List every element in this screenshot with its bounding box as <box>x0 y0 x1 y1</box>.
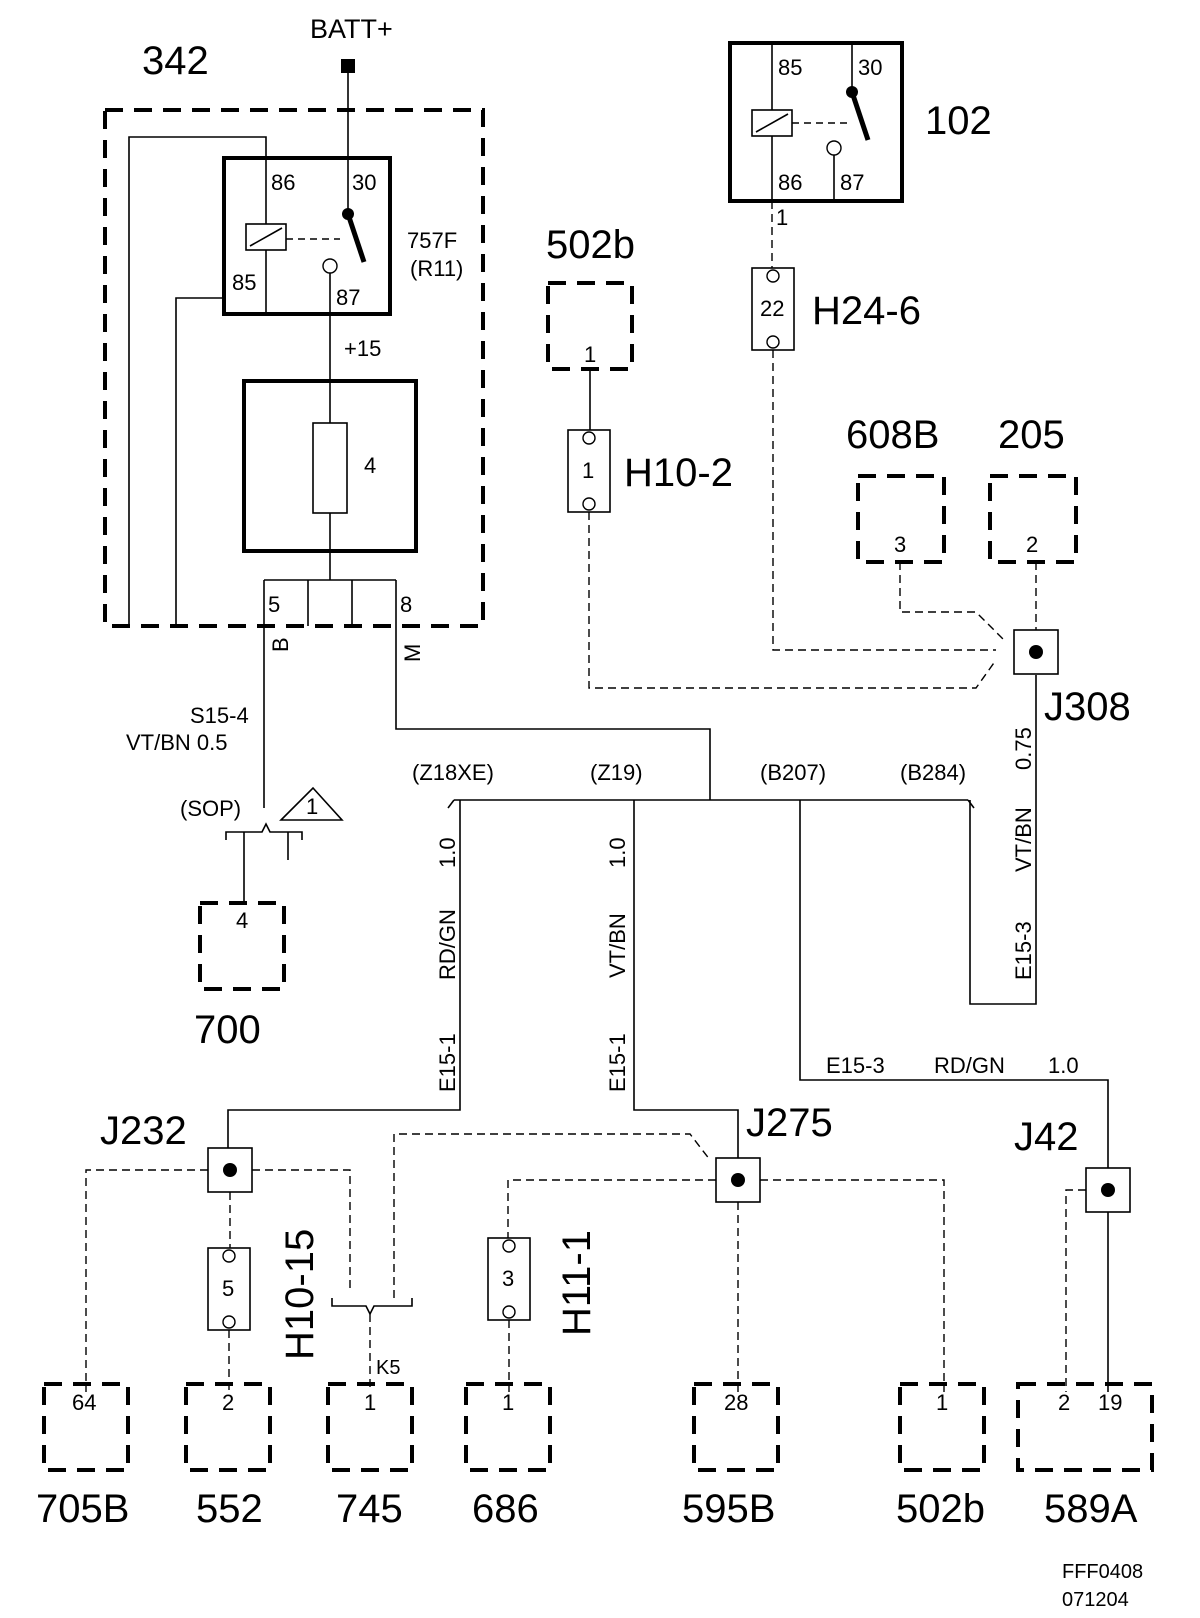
wire3-color: VT/BN <box>1011 807 1036 872</box>
wire2-id: E15-1 <box>605 1033 630 1092</box>
option-b207: (B207) <box>760 760 826 785</box>
component-589a-pin-b: 19 <box>1098 1390 1122 1415</box>
module-342-label: 342 <box>142 39 209 83</box>
component-589a-pin-a: 2 <box>1058 1390 1070 1415</box>
component-552-label: 552 <box>196 1487 263 1531</box>
component-589a-box <box>1016 1382 1154 1472</box>
wire1-color: RD/GN <box>435 909 460 980</box>
component-589a-label: 589A <box>1044 1487 1138 1531</box>
wire1-id: E15-1 <box>435 1033 460 1092</box>
relay-757f-sub: (R11) <box>410 256 463 281</box>
connector-h10-15-pin: 5 <box>222 1276 234 1301</box>
relay-757f-pin-85: 85 <box>232 270 256 295</box>
component-552-box <box>184 1382 272 1472</box>
component-502b-top-label: 502b <box>546 223 635 267</box>
connector-h10-15-label: H10-15 <box>278 1229 322 1360</box>
batt-plus-label: BATT+ <box>310 14 393 44</box>
plus15-label: +15 <box>344 336 381 361</box>
footer-code: FFF0408 <box>1062 1561 1143 1583</box>
splice-j232-label: J232 <box>100 1109 187 1153</box>
component-502b-bot-pin: 1 <box>936 1390 948 1415</box>
component-686-label: 686 <box>472 1487 539 1531</box>
component-608b-label: 608B <box>846 413 939 457</box>
splice-j275-label: J275 <box>746 1101 833 1145</box>
connector-h10-2-pin: 1 <box>582 458 594 483</box>
component-595b-label: 595B <box>682 1487 775 1531</box>
component-608b-pin: 3 <box>894 532 906 557</box>
batt-terminal <box>341 59 355 73</box>
connector-h11-1-label: H11-1 <box>555 1230 599 1336</box>
relay-102-pin-86: 86 <box>778 170 802 195</box>
s15-4-spec: VT/BN 0.5 <box>126 730 227 755</box>
warning-number: 1 <box>306 794 318 819</box>
connector-h11-1-pin: 3 <box>502 1266 514 1291</box>
connector-h24-6-pin: 22 <box>760 296 784 321</box>
relay-757f-pin-86: 86 <box>271 170 295 195</box>
relay-757f-switch <box>345 213 367 263</box>
component-205-pin: 2 <box>1026 532 1038 557</box>
pin-8-label: 8 <box>400 592 412 617</box>
component-705b-pin: 64 <box>72 1390 96 1415</box>
connector-h24-6-label: H24-6 <box>812 289 921 333</box>
pin-b-label: B <box>268 637 293 652</box>
component-595b-box <box>692 1382 780 1472</box>
relay-102-label: 102 <box>925 99 992 143</box>
pin-m-label: M <box>400 644 425 662</box>
fuse-element <box>312 422 348 514</box>
relay-757f-name: 757F <box>407 228 457 253</box>
component-700-box <box>198 901 286 991</box>
component-552-pin: 2 <box>222 1390 234 1415</box>
sop-label: (SOP) <box>180 796 241 821</box>
component-700-pin: 4 <box>236 908 248 933</box>
component-686-box <box>464 1382 552 1472</box>
relay-102-pin-85: 85 <box>778 55 802 80</box>
option-z19: (Z19) <box>590 760 643 785</box>
relay-102-box <box>728 41 904 203</box>
connector-h10-2-label: H10-2 <box>624 451 733 495</box>
component-502b-bot-box <box>898 1382 986 1472</box>
splice-j308-label: J308 <box>1044 685 1131 729</box>
relay-102-switch <box>849 91 871 141</box>
k5-label: K5 <box>376 1357 400 1379</box>
wire2-color: VT/BN <box>605 913 630 978</box>
warning-triangle-icon <box>279 786 344 821</box>
footer-date: 071204 <box>1062 1589 1129 1611</box>
component-205-box <box>988 474 1078 564</box>
option-b284: (B284) <box>900 760 966 785</box>
relay-757f-pin-87: 87 <box>336 285 360 310</box>
component-705b-label: 705B <box>36 1487 129 1531</box>
component-502b-bot-label: 502b <box>896 1487 985 1531</box>
relay-757f-box <box>222 156 392 316</box>
component-595b-pin: 28 <box>724 1390 748 1415</box>
component-205-label: 205 <box>998 413 1065 457</box>
wire4-id: E15-3 <box>826 1053 885 1078</box>
component-686-pin: 1 <box>502 1390 514 1415</box>
component-705b-box <box>42 1382 130 1472</box>
wire3-size: 0.75 <box>1011 727 1036 770</box>
relay-757f-pin-30: 30 <box>352 170 376 195</box>
component-608b-box <box>856 474 946 564</box>
option-z18xe: (Z18XE) <box>412 760 494 785</box>
k5-branch <box>331 1298 413 1316</box>
pin-5-label: 5 <box>268 592 280 617</box>
relay-102-pin-87: 87 <box>840 170 864 195</box>
component-502b-top-pin: 1 <box>584 342 596 367</box>
component-700-label: 700 <box>194 1008 261 1052</box>
relay-102-pin-30: 30 <box>858 55 882 80</box>
wire2-size: 1.0 <box>605 837 630 868</box>
s15-4-label: S15-4 <box>190 703 249 728</box>
component-745-box <box>326 1382 414 1472</box>
fuse-number: 4 <box>364 453 376 478</box>
wire4-size: 1.0 <box>1048 1053 1079 1078</box>
splice-j42-label: J42 <box>1014 1115 1079 1159</box>
component-745-pin: 1 <box>364 1390 376 1415</box>
sop-branch <box>225 822 303 840</box>
relay-102-out-pin: 1 <box>776 205 788 230</box>
wire1-size: 1.0 <box>435 837 460 868</box>
wire3-id: E15-3 <box>1011 921 1036 980</box>
module-342-box <box>103 108 485 628</box>
component-745-label: 745 <box>336 1487 403 1531</box>
wire4-color: RD/GN <box>934 1053 1005 1078</box>
